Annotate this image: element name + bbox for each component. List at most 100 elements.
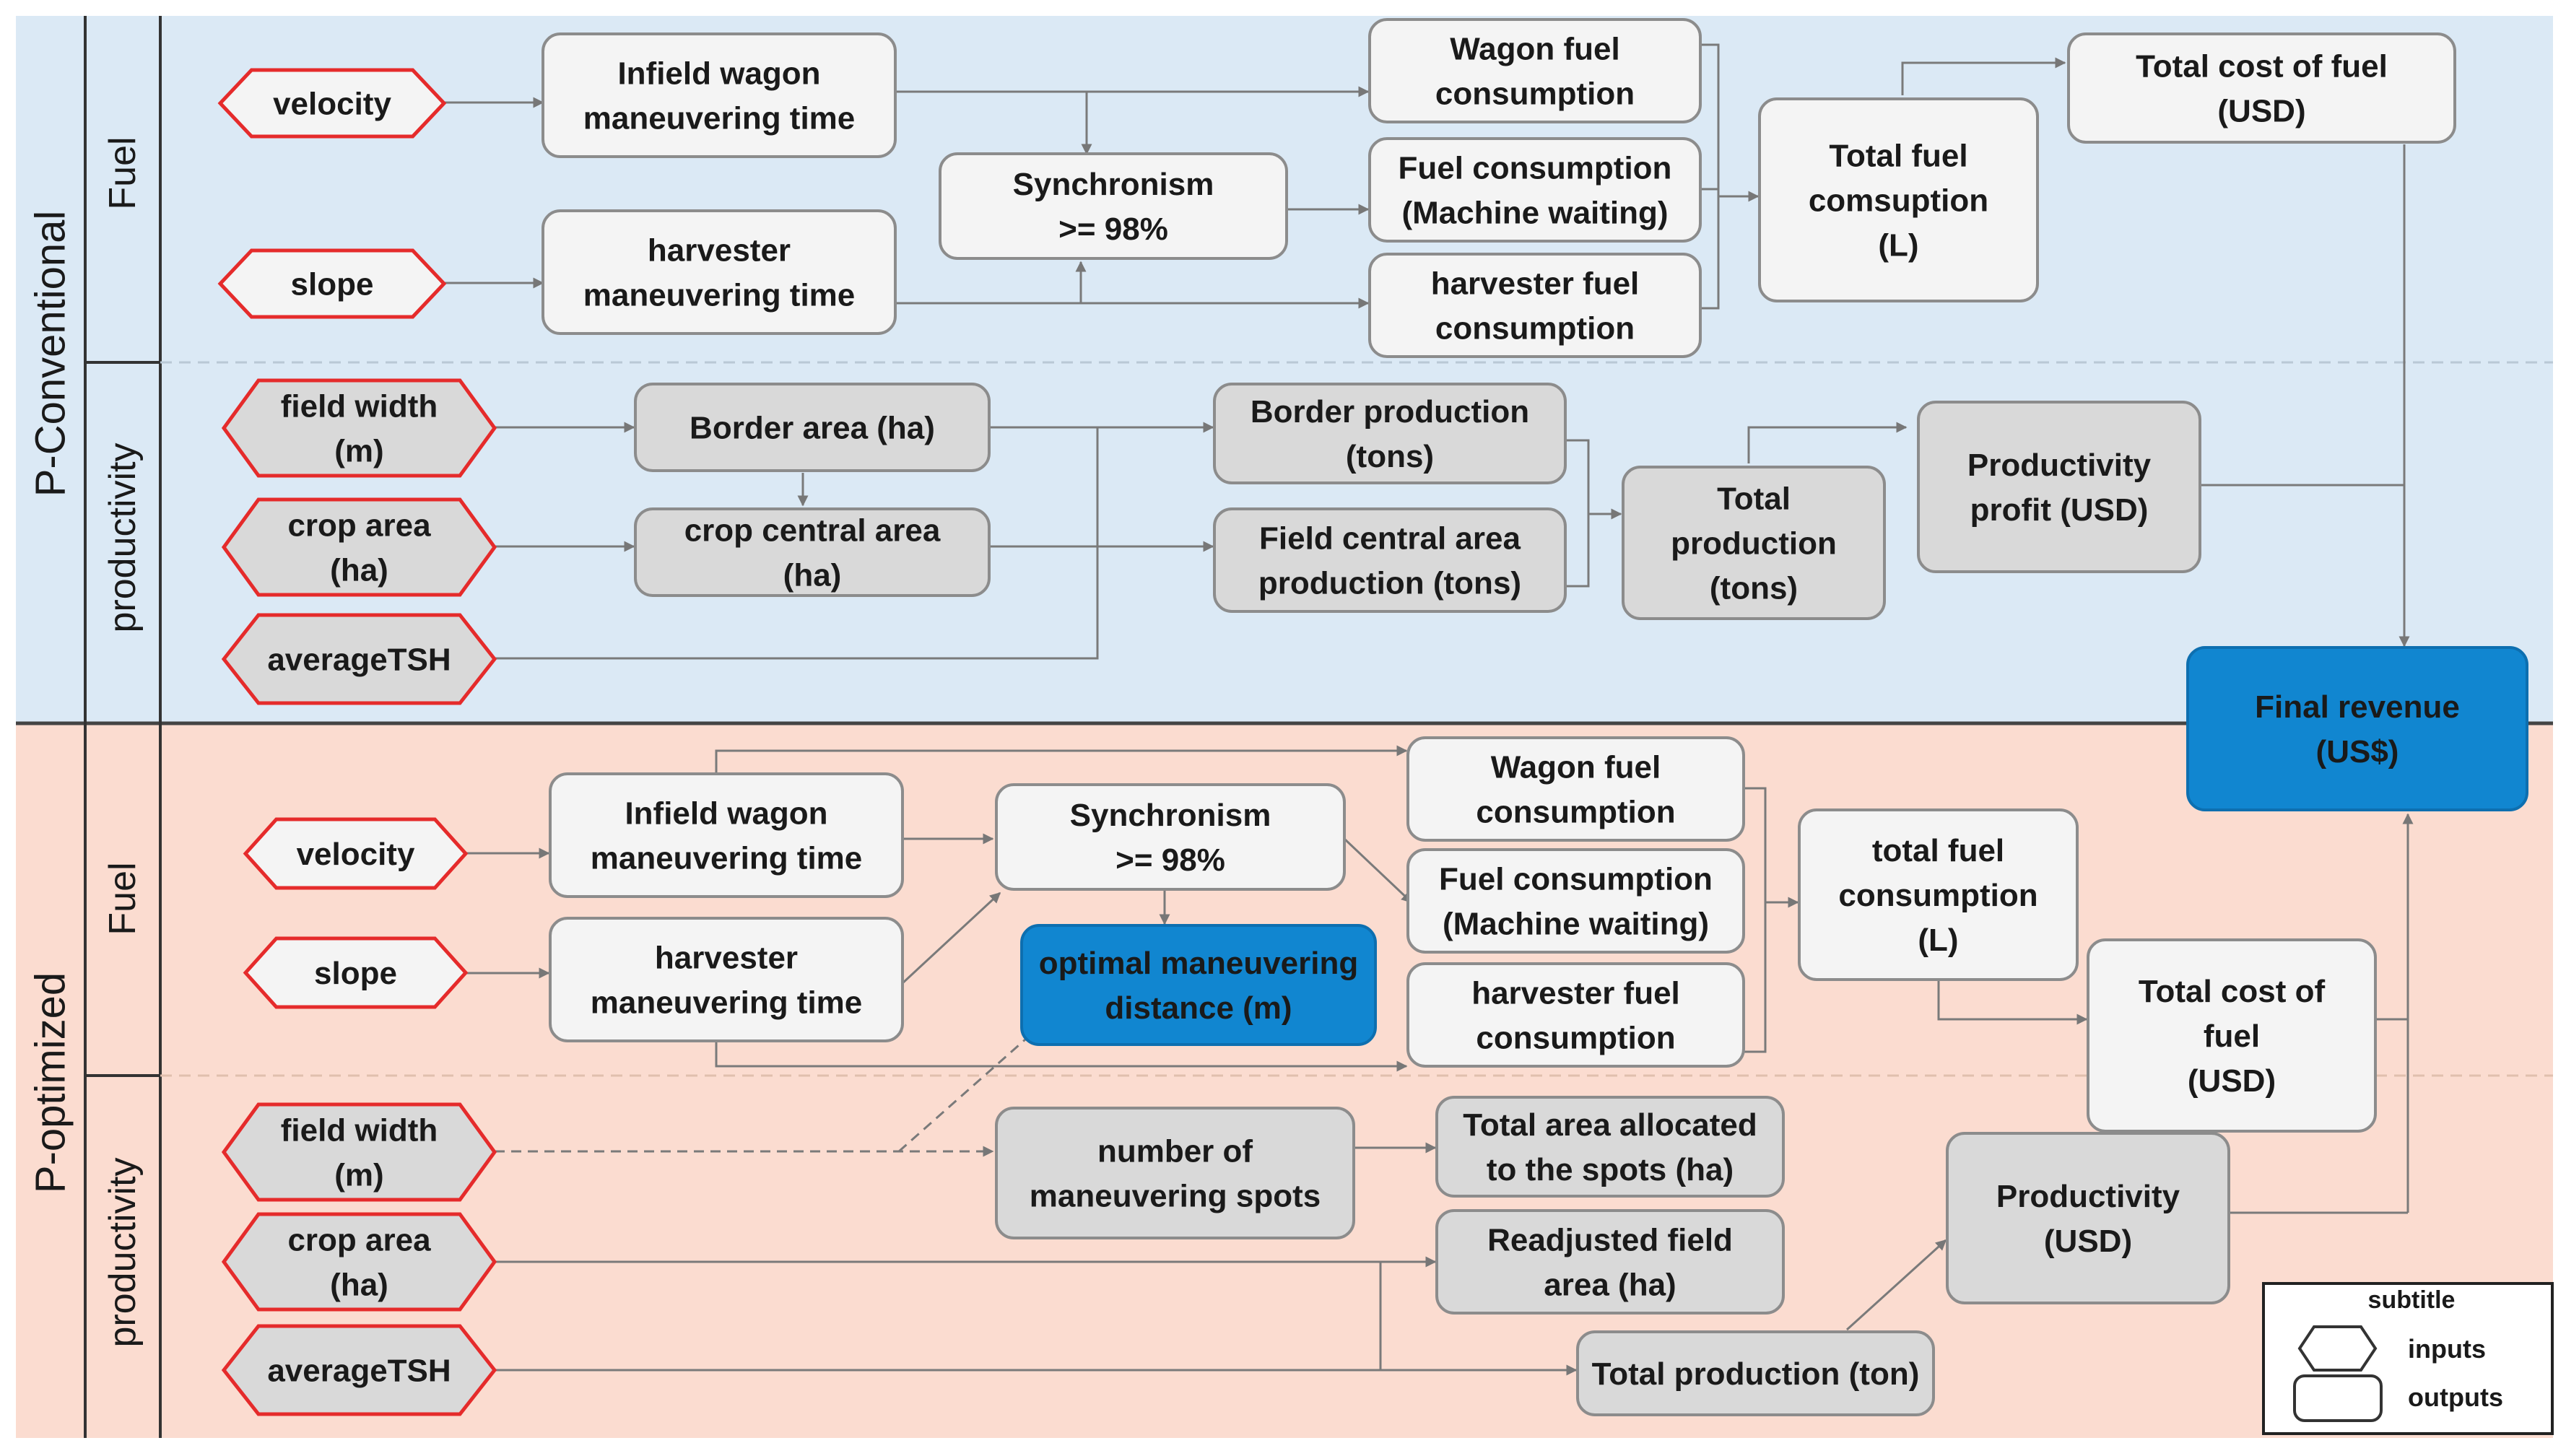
output-box bbox=[1798, 808, 2079, 981]
input-hexagon bbox=[221, 613, 497, 705]
node-final-revenue: Final revenue(US$) bbox=[2186, 646, 2528, 811]
node-o-sync: Synchronism>= 98% bbox=[995, 783, 1346, 891]
output-box bbox=[1917, 401, 2201, 573]
node-c-sync: Synchronism>= 98% bbox=[939, 152, 1288, 260]
output-box bbox=[1576, 1330, 1935, 1416]
node-o-total-prod: Total production (ton) bbox=[1576, 1330, 1935, 1416]
node-o-field-width: field width(m) bbox=[221, 1102, 497, 1202]
output-box bbox=[2067, 32, 2456, 144]
legend-hexagon-icon bbox=[2297, 1325, 2378, 1372]
output-box bbox=[634, 507, 991, 597]
output-box bbox=[1368, 137, 1702, 243]
input-hexagon bbox=[243, 817, 469, 890]
node-label: Synchronism>= 98% bbox=[1070, 798, 1271, 878]
node-label: slope bbox=[291, 266, 374, 302]
input-hexagon bbox=[217, 68, 447, 139]
node-c-crop-central: crop central area(ha) bbox=[634, 507, 991, 597]
output-box bbox=[939, 152, 1288, 260]
output-box bbox=[2087, 938, 2377, 1133]
legend-outputs-label: outputs bbox=[2408, 1382, 2503, 1412]
section-label-optimized: P-optimized bbox=[27, 972, 74, 1193]
output-box bbox=[549, 917, 904, 1042]
node-label: field width(m) bbox=[281, 388, 438, 468]
node-o-productivity: Productivity(USD) bbox=[1946, 1132, 2230, 1304]
output-box bbox=[1435, 1209, 1785, 1315]
node-label: crop area(ha) bbox=[287, 507, 431, 588]
output-box bbox=[1406, 848, 1745, 954]
node-c-crop-area: crop area(ha) bbox=[221, 497, 497, 597]
node-label: averageTSH bbox=[267, 1353, 451, 1388]
node-c-slope: slope bbox=[217, 248, 447, 319]
legend: subtitle inputs outputs bbox=[2262, 1282, 2554, 1435]
node-label: Final revenue(US$) bbox=[2255, 689, 2460, 770]
output-box bbox=[1368, 253, 1702, 358]
node-c-field-width: field width(m) bbox=[221, 378, 497, 478]
node-label: field width(m) bbox=[281, 1112, 438, 1193]
output-box bbox=[1213, 383, 1567, 484]
subsection-label-productivity-top: productivity bbox=[102, 443, 144, 633]
subsection-label-productivity-bottom: productivity bbox=[102, 1158, 144, 1348]
node-o-slope: slope bbox=[243, 936, 469, 1009]
output-box bbox=[995, 1107, 1355, 1239]
output-box bbox=[995, 783, 1346, 891]
input-hexagon bbox=[221, 378, 497, 478]
node-label: averageTSH bbox=[267, 642, 451, 677]
connectors bbox=[444, 43, 2414, 1376]
node-label: crop area(ha) bbox=[287, 1222, 431, 1302]
output-box bbox=[542, 209, 897, 335]
output-box bbox=[1213, 507, 1567, 613]
node-o-crop-area: crop area(ha) bbox=[221, 1212, 497, 1312]
node-c-avg-tsh: averageTSH bbox=[221, 613, 497, 705]
node-c-fuel-wait: Fuel consumption(Machine waiting) bbox=[1368, 137, 1702, 243]
node-label: velocity bbox=[273, 86, 391, 121]
output-box bbox=[1020, 924, 1377, 1046]
node-label: velocity bbox=[297, 837, 415, 872]
input-hexagon bbox=[217, 248, 447, 319]
node-c-border-area: Border area (ha) bbox=[634, 383, 991, 472]
legend-rounded-rect-icon bbox=[2293, 1374, 2383, 1422]
node-label: Synchronism>= 98% bbox=[1013, 167, 1214, 247]
output-box bbox=[549, 772, 904, 898]
output-box bbox=[1435, 1096, 1785, 1198]
input-hexagon bbox=[221, 1324, 497, 1416]
output-box bbox=[542, 32, 897, 158]
output-box bbox=[2186, 646, 2528, 811]
node-label: Total production (ton) bbox=[1592, 1356, 1920, 1392]
node-o-avg-tsh: averageTSH bbox=[221, 1324, 497, 1416]
output-box bbox=[634, 383, 991, 472]
node-label: Border production(tons) bbox=[1251, 394, 1529, 474]
input-hexagon bbox=[221, 1102, 497, 1202]
output-box bbox=[1946, 1132, 2230, 1304]
output-box bbox=[1758, 97, 2039, 302]
